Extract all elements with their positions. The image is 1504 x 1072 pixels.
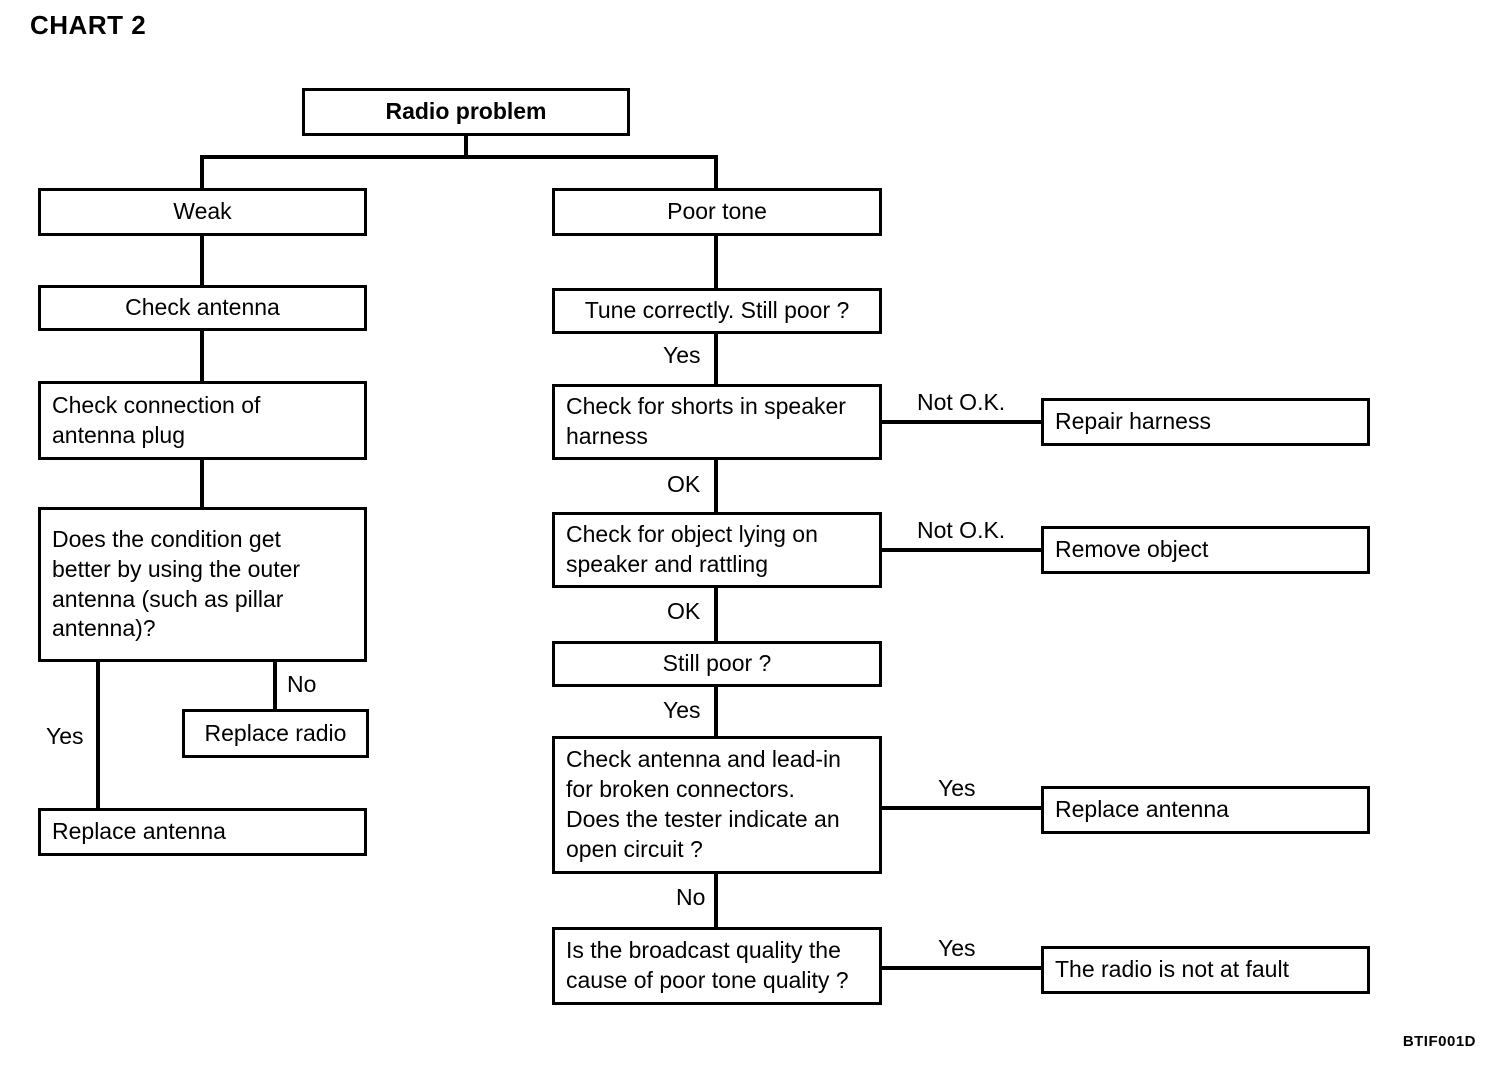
node-check-shorts-label: Check for shorts in speaker harness	[566, 393, 846, 449]
node-still-poor[interactable]: Still poor ?	[552, 641, 882, 687]
node-replace-radio[interactable]: Replace radio	[182, 709, 369, 758]
node-tune-correctly-label: Tune correctly. Still poor ?	[584, 297, 850, 324]
node-check-antenna-label: Check antenna	[125, 294, 280, 321]
node-condition-better-label: Does the condition get better by using t…	[52, 525, 301, 642]
connector-broadcast-to-not-at-fault	[880, 966, 1043, 970]
node-remove-object[interactable]: Remove object	[1041, 526, 1370, 574]
node-broadcast-quality[interactable]: Is the broadcast quality the cause of po…	[552, 927, 882, 1005]
node-broadcast-quality-label: Is the broadcast quality the cause of po…	[566, 937, 849, 993]
node-check-antenna[interactable]: Check antenna	[38, 285, 367, 331]
connector-shorts-to-object	[714, 460, 718, 512]
edge-label-lead-in-no: No	[676, 884, 706, 910]
node-check-object[interactable]: Check for object lying on speaker and ra…	[552, 512, 882, 588]
node-radio-problem-label: Radio problem	[385, 98, 547, 125]
node-weak-label: Weak	[173, 198, 232, 225]
connector-split-to-poor-tone	[714, 155, 718, 190]
node-still-poor-label: Still poor ?	[662, 650, 772, 677]
edge-label-lead-in-yes: Yes	[938, 775, 976, 801]
node-radio-not-at-fault[interactable]: The radio is not at fault	[1041, 946, 1370, 994]
node-weak[interactable]: Weak	[38, 188, 367, 236]
connector-condition-no	[273, 662, 277, 709]
edge-label-shorts-ok: OK	[667, 471, 701, 497]
connector-check-antenna-to-check-connection	[200, 331, 204, 381]
node-poor-tone-label: Poor tone	[667, 198, 767, 225]
node-replace-antenna-right[interactable]: Replace antenna	[1041, 786, 1370, 834]
node-replace-radio-label: Replace radio	[204, 719, 347, 746]
connector-tune-to-shorts	[714, 334, 718, 384]
node-check-connection[interactable]: Check connection of antenna plug	[38, 381, 367, 460]
edge-label-object-ok: OK	[667, 598, 701, 624]
node-condition-better[interactable]: Does the condition get better by using t…	[38, 507, 367, 662]
connector-radio-to-split	[464, 136, 468, 159]
node-check-object-label: Check for object lying on speaker and ra…	[566, 521, 818, 577]
connector-still-poor-to-lead-in	[714, 687, 718, 736]
connector-weak-to-check-antenna	[200, 236, 204, 285]
edge-label-shorts-not-ok: Not O.K.	[917, 389, 1006, 415]
edge-label-left-no: No	[287, 671, 317, 697]
page-title: CHART 2	[30, 10, 147, 40]
node-radio-not-at-fault-label: The radio is not at fault	[1055, 956, 1289, 983]
node-poor-tone[interactable]: Poor tone	[552, 188, 882, 236]
edge-label-object-not-ok: Not O.K.	[917, 517, 1006, 543]
node-check-lead-in[interactable]: Check antenna and lead-in for broken con…	[552, 736, 882, 874]
node-check-lead-in-label: Check antenna and lead-in for broken con…	[566, 746, 841, 862]
node-repair-harness-label: Repair harness	[1055, 408, 1211, 435]
node-replace-antenna-left-label: Replace antenna	[52, 818, 226, 845]
connector-split-to-weak	[200, 155, 204, 190]
node-tune-correctly[interactable]: Tune correctly. Still poor ?	[552, 288, 882, 334]
connector-shorts-to-repair-harness	[880, 420, 1043, 424]
connector-condition-yes	[96, 662, 100, 808]
edge-label-tune-yes: Yes	[663, 342, 701, 368]
node-check-connection-label: Check connection of antenna plug	[52, 391, 261, 448]
edge-label-broadcast-yes: Yes	[938, 935, 976, 961]
node-radio-problem[interactable]: Radio problem	[302, 88, 630, 136]
connector-check-connection-to-condition	[200, 460, 204, 507]
node-remove-object-label: Remove object	[1055, 536, 1209, 563]
node-check-shorts[interactable]: Check for shorts in speaker harness	[552, 384, 882, 460]
node-repair-harness[interactable]: Repair harness	[1041, 398, 1370, 446]
connector-object-to-remove-object	[880, 548, 1043, 552]
document-code: BTIF001D	[1402, 1033, 1476, 1050]
connector-lead-in-to-replace-antenna	[880, 806, 1043, 810]
connector-lead-in-to-broadcast	[714, 874, 718, 927]
connector-poor-tone-to-tune	[714, 236, 718, 288]
edge-label-left-yes: Yes	[46, 723, 84, 749]
connector-split-bar	[200, 155, 718, 159]
node-replace-antenna-left[interactable]: Replace antenna	[38, 808, 367, 856]
connector-object-to-still-poor	[714, 588, 718, 641]
node-replace-antenna-right-label: Replace antenna	[1055, 796, 1229, 823]
edge-label-still-poor-yes: Yes	[663, 697, 701, 723]
